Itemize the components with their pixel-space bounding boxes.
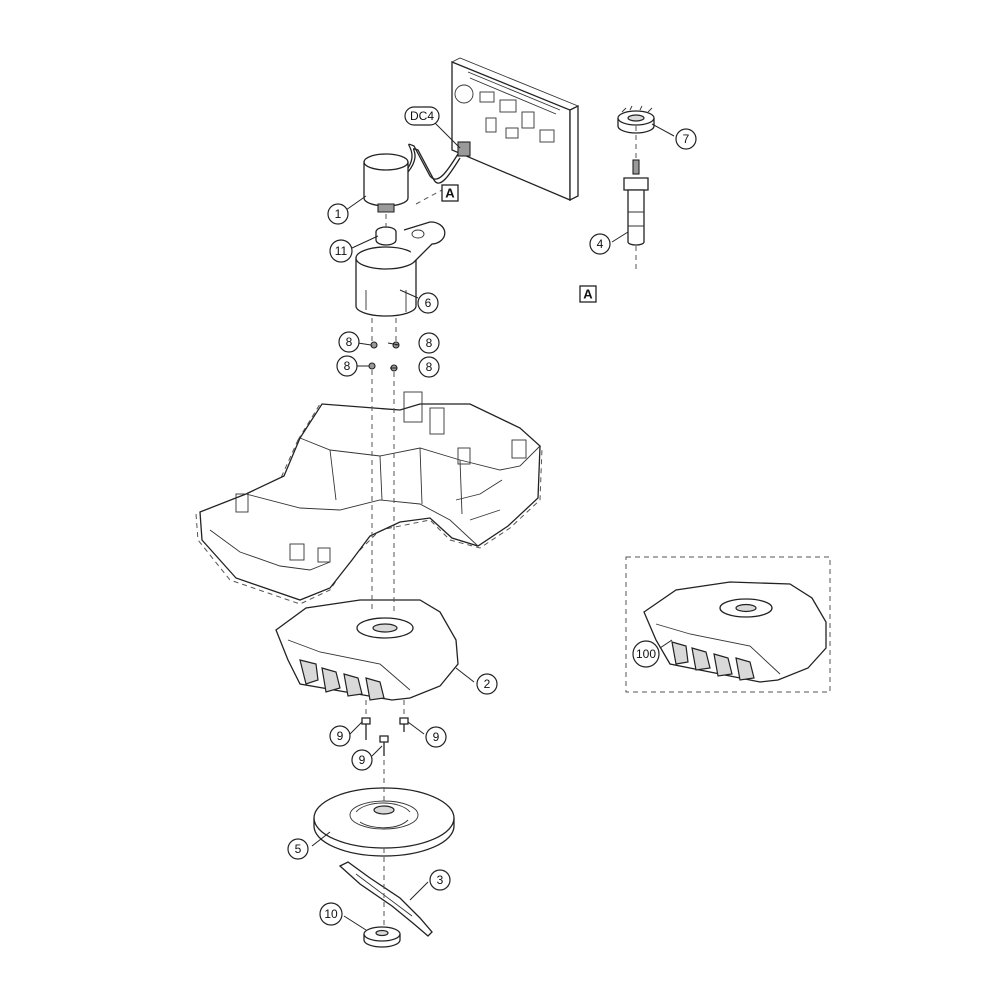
mounting-screws-8: [368, 341, 400, 372]
reference-tag-a-lower: A: [579, 285, 597, 303]
callout-2: 2: [476, 673, 498, 695]
svg-text:6: 6: [425, 296, 432, 310]
svg-text:8: 8: [426, 360, 433, 374]
svg-text:100: 100: [636, 647, 656, 661]
connector-label-dc4: DC4: [404, 106, 440, 126]
svg-text:A: A: [583, 287, 593, 302]
callout-9-center: 9: [351, 749, 373, 771]
motor-housing: [355, 221, 446, 317]
svg-text:8: 8: [426, 336, 433, 350]
blade-nut: [363, 926, 401, 948]
svg-text:9: 9: [337, 729, 344, 743]
bushing: [375, 226, 397, 246]
callout-100: 100: [632, 640, 660, 668]
svg-text:7: 7: [683, 132, 690, 146]
callout-8-lower-right: 8: [418, 356, 440, 378]
cutting-blade: [338, 861, 433, 937]
blade-disc: [313, 787, 455, 857]
adjust-shaft: [623, 159, 649, 246]
adjust-knob: [617, 105, 655, 134]
reference-tag-a-upper: A: [441, 184, 459, 202]
svg-text:10: 10: [324, 907, 338, 921]
svg-text:9: 9: [433, 730, 440, 744]
callout-9-right: 9: [425, 726, 447, 748]
svg-text:DC4: DC4: [410, 109, 434, 123]
callout-5: 5: [287, 838, 309, 860]
svg-text:8: 8: [344, 359, 351, 373]
callout-9-left: 9: [329, 725, 351, 747]
callout-4: 4: [589, 233, 611, 255]
blade-cover: [275, 599, 459, 701]
svg-text:9: 9: [359, 753, 366, 767]
svg-text:4: 4: [597, 237, 604, 251]
callout-11: 11: [329, 239, 353, 263]
callout-8-lower-left: 8: [336, 355, 358, 377]
svg-text:11: 11: [335, 244, 348, 258]
callout-3: 3: [429, 869, 451, 891]
callout-7: 7: [675, 128, 697, 150]
callout-8-upper-left: 8: [338, 331, 360, 353]
control-board: [451, 57, 579, 202]
assembly-axis-lines: [365, 126, 637, 926]
leader-lines: [311, 121, 675, 931]
callout-10: 10: [319, 902, 343, 926]
svg-text:5: 5: [295, 842, 302, 856]
chassis: [195, 391, 543, 605]
svg-text:1: 1: [335, 207, 342, 221]
callout-1: 1: [327, 203, 349, 225]
alternate-blade-cover-box: [625, 556, 831, 693]
callout-8-upper-right: 8: [418, 332, 440, 354]
svg-text:2: 2: [484, 677, 491, 691]
cover-screws-9: [361, 717, 409, 756]
callout-6: 6: [417, 292, 439, 314]
motor-unit: [363, 143, 461, 213]
svg-text:8: 8: [346, 335, 353, 349]
svg-text:A: A: [445, 186, 455, 201]
svg-text:3: 3: [437, 873, 444, 887]
